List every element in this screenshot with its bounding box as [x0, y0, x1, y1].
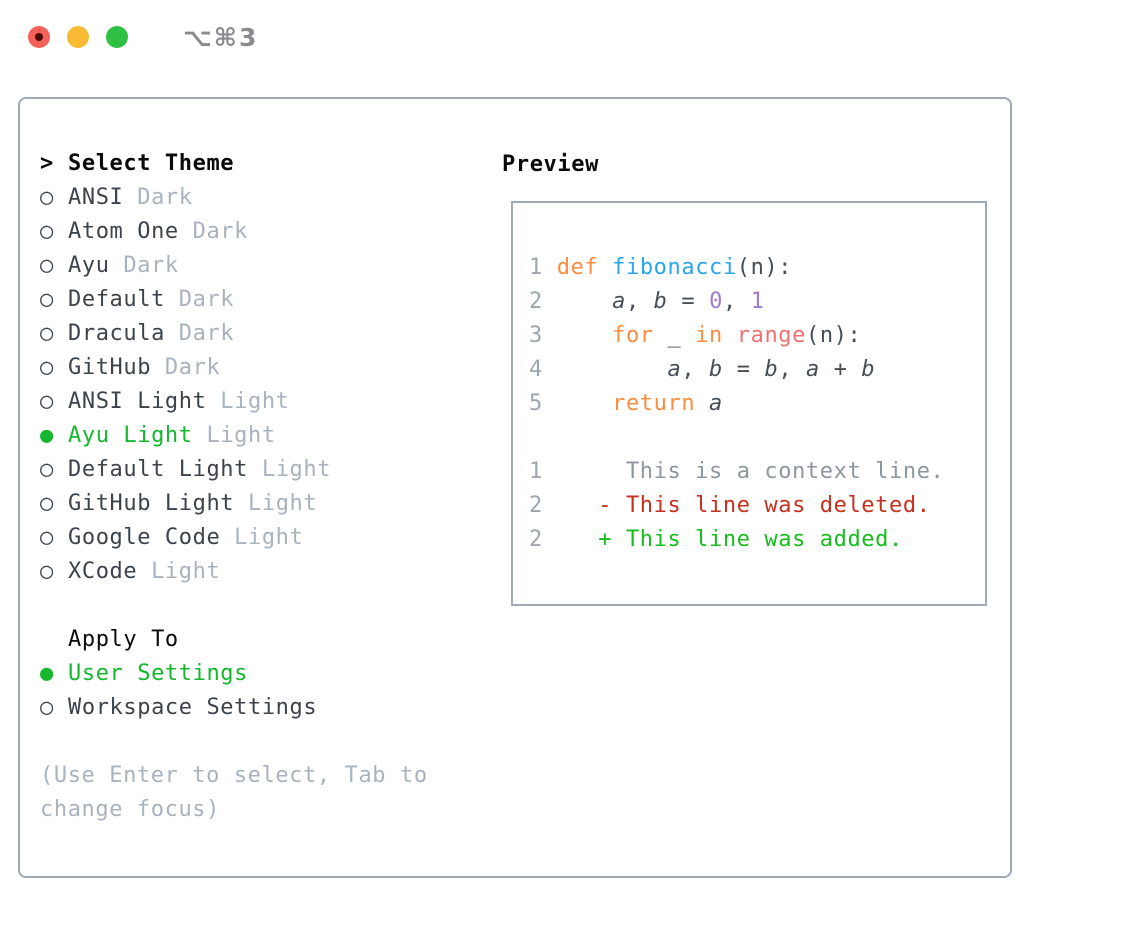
apply-option-name: User Settings	[68, 661, 248, 686]
theme-variant-label: Light	[248, 457, 332, 482]
theme-variant-label: Light	[137, 559, 221, 584]
radio-unselected-icon: ○	[40, 389, 54, 414]
code-line: 4 a, b = b, a + b	[529, 357, 876, 382]
theme-item-name: ANSI	[68, 185, 124, 210]
code-preview: 1 def fibonacci(n): 2 a, b = 0, 1 3 for _ …	[513, 203, 985, 557]
minimize-button-icon[interactable]	[67, 26, 89, 48]
line-number: 1	[529, 459, 543, 484]
line-number: 2	[529, 527, 543, 552]
theme-item-name: Ayu	[68, 253, 110, 278]
line-number: 4	[529, 357, 543, 382]
unsaved-dot-icon	[35, 33, 43, 41]
theme-variant-label: Dark	[164, 321, 235, 346]
diff-line-context: 1 This is a context line.	[529, 455, 985, 489]
radio-unselected-icon: ○	[40, 457, 54, 482]
line-number: 2	[529, 493, 543, 518]
theme-variant-label: Dark	[178, 219, 248, 244]
preview-title: Preview	[502, 151, 599, 177]
diff-text: This is a context line.	[598, 459, 945, 484]
spacer	[40, 725, 472, 759]
radio-unselected-icon: ○	[40, 355, 54, 380]
radio-unselected-icon: ○	[40, 287, 54, 312]
code-line: 2 a, b = 0, 1	[529, 289, 765, 314]
theme-variant-label: Dark	[109, 253, 179, 278]
apply-option-user-settings[interactable]: ● User Settings	[40, 657, 472, 691]
theme-column: > Select Theme ○ANSI Dark○Atom One Dark○…	[40, 147, 472, 827]
theme-variant-label: Dark	[164, 287, 235, 312]
theme-item-name: XCode	[68, 559, 138, 584]
radio-unselected-icon: ○	[40, 695, 54, 720]
theme-variant-label: Dark	[151, 355, 221, 380]
theme-item-google-code[interactable]: ○ Google Code Light	[40, 521, 472, 555]
theme-list: ○ ANSI Dark ○ Atom One Dark ○ Ayu Dark ○ Defaul…	[40, 181, 472, 589]
theme-item-ayu-light[interactable]: ● Ayu Light Light	[40, 419, 472, 453]
theme-variant-label: Light	[234, 491, 318, 516]
code-line: 1 def fibonacci(n):	[529, 255, 793, 280]
radio-selected-icon: ●	[40, 661, 54, 686]
blank-line	[529, 421, 985, 455]
theme-variant-label: Light	[192, 423, 276, 448]
diff-text: + This line was added.	[598, 527, 903, 552]
radio-unselected-icon: ○	[40, 253, 54, 278]
line-number: 5	[529, 391, 543, 416]
apply-to-label: Apply To	[68, 627, 179, 652]
theme-variant-label: Light	[206, 389, 290, 414]
close-button-icon[interactable]	[28, 26, 50, 48]
spacer	[40, 589, 472, 623]
radio-unselected-icon: ○	[40, 321, 54, 346]
window-title: ⌥⌘3	[183, 22, 259, 52]
theme-item-name: Default Light	[68, 457, 248, 482]
theme-item-name: Atom One	[68, 219, 179, 244]
theme-item-name: ANSI Light	[68, 389, 207, 414]
apply-to-list: ● User Settings ○ Workspace Settings	[40, 657, 472, 725]
cursor-prompt-icon: >	[40, 151, 54, 176]
radio-unselected-icon: ○	[40, 559, 54, 584]
theme-item-name: Dracula	[68, 321, 165, 346]
settings-panel: > Select Theme ○ANSI Dark○Atom One Dark○…	[18, 97, 1012, 878]
code-line: 3 for _ in range(n):	[529, 323, 862, 348]
radio-unselected-icon: ○	[40, 219, 54, 244]
theme-item-ansi-light[interactable]: ○ ANSI Light Light	[40, 385, 472, 419]
select-theme-label: Select Theme	[68, 151, 235, 176]
preview-box: 1 def fibonacci(n): 2 a, b = 0, 1 3 for _ …	[511, 201, 987, 606]
apply-option-name: Workspace Settings	[68, 695, 318, 720]
radio-unselected-icon: ○	[40, 525, 54, 550]
diff-line-added: 2 + This line was added.	[529, 523, 985, 557]
theme-item-name: Google Code	[68, 525, 221, 550]
theme-variant-label: Light	[220, 525, 304, 550]
theme-variant-label: Dark	[123, 185, 193, 210]
theme-item-github[interactable]: ○ GitHub Dark	[40, 351, 472, 385]
theme-item-name: GitHub	[68, 355, 152, 380]
radio-unselected-icon: ○	[40, 185, 54, 210]
theme-item-dracula[interactable]: ○ Dracula Dark	[40, 317, 472, 351]
diff-text: - This line was deleted.	[598, 493, 931, 518]
line-number: 1	[529, 255, 543, 280]
line-number: 3	[529, 323, 543, 348]
theme-item-xcode[interactable]: ○ XCode Light	[40, 555, 472, 589]
radio-unselected-icon: ○	[40, 491, 54, 516]
zoom-button-icon[interactable]	[106, 26, 128, 48]
theme-item-atom-one[interactable]: ○ Atom One Dark	[40, 215, 472, 249]
titlebar: ⌥⌘3	[0, 0, 1140, 74]
apply-to-header: Apply To	[40, 623, 472, 657]
radio-selected-icon: ●	[40, 423, 54, 448]
theme-item-github-light[interactable]: ○ GitHub Light Light	[40, 487, 472, 521]
theme-item-default[interactable]: ○ Default Dark	[40, 283, 472, 317]
hint-text: (Use Enter to select, Tab to change focu…	[40, 763, 428, 822]
line-number: 2	[529, 289, 543, 314]
theme-item-name: Ayu Light	[68, 423, 193, 448]
theme-item-name: GitHub Light	[68, 491, 235, 516]
theme-item-name: Default	[68, 287, 165, 312]
code-line: 5 return a	[529, 391, 723, 416]
theme-item-default-light[interactable]: ○ Default Light Light	[40, 453, 472, 487]
theme-item-ayu[interactable]: ○ Ayu Dark	[40, 249, 472, 283]
diff-line-deleted: 2 - This line was deleted.	[529, 489, 985, 523]
select-theme-header: > Select Theme	[40, 147, 472, 181]
theme-item-ansi[interactable]: ○ ANSI Dark	[40, 181, 472, 215]
apply-option-workspace-settings[interactable]: ○ Workspace Settings	[40, 691, 472, 725]
